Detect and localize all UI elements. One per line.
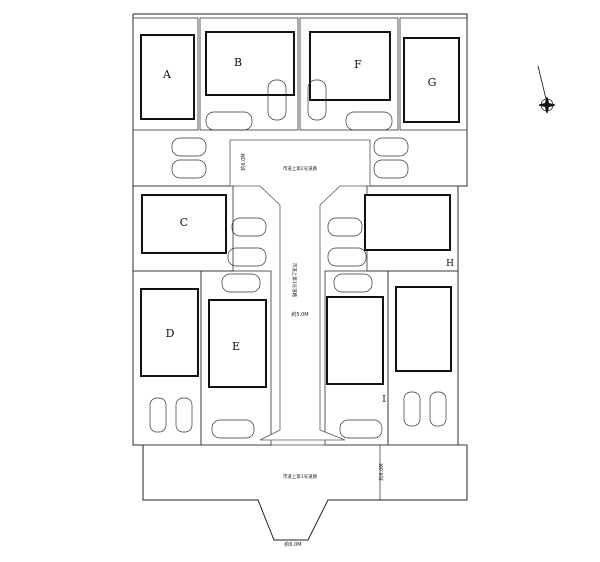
lot-label-h: H [446,259,454,269]
lot-label-c: C [180,216,188,229]
lot-labels: A B F G C H D E I [162,56,454,405]
lot-label-d: D [166,327,175,340]
house-b [205,31,295,96]
house-d [140,288,199,377]
road-width-north: 約6.0M [240,153,247,170]
lot-label-a: A [162,68,172,81]
road-width-south: 約6.0M [378,463,385,480]
house-a [140,34,195,120]
house-f [309,31,391,101]
roads [229,139,371,441]
road-label-center: 市道上第1号道路 [291,263,298,298]
houses [140,31,460,388]
lot-label-b: B [234,56,242,69]
road-label-south: 市道上第1号道路 [283,473,318,480]
lot-label-f: F [354,58,362,71]
road-label-north: 市道上第2号道路 [283,165,318,172]
road-labels: 市道上第2号道路 市道上第1号道路 市道上第1号道路 約6.0M 約5.0M 約… [240,153,385,548]
lot-label-e: E [232,340,240,353]
north-compass-icon [537,65,556,114]
parking-cars [149,79,447,439]
lot-boundaries [132,17,468,446]
house-c [141,194,227,254]
house-e [208,299,267,388]
road-width-bottom: 約6.0M [284,541,301,548]
south-road-outline [143,444,467,500]
lot-label-g: G [428,76,437,89]
house-j [326,296,384,385]
house-h [364,194,451,251]
road-width-center: 約5.0M [291,311,308,318]
lot-label-i: I [382,395,386,405]
house-i [395,286,452,372]
house-g [403,37,460,123]
